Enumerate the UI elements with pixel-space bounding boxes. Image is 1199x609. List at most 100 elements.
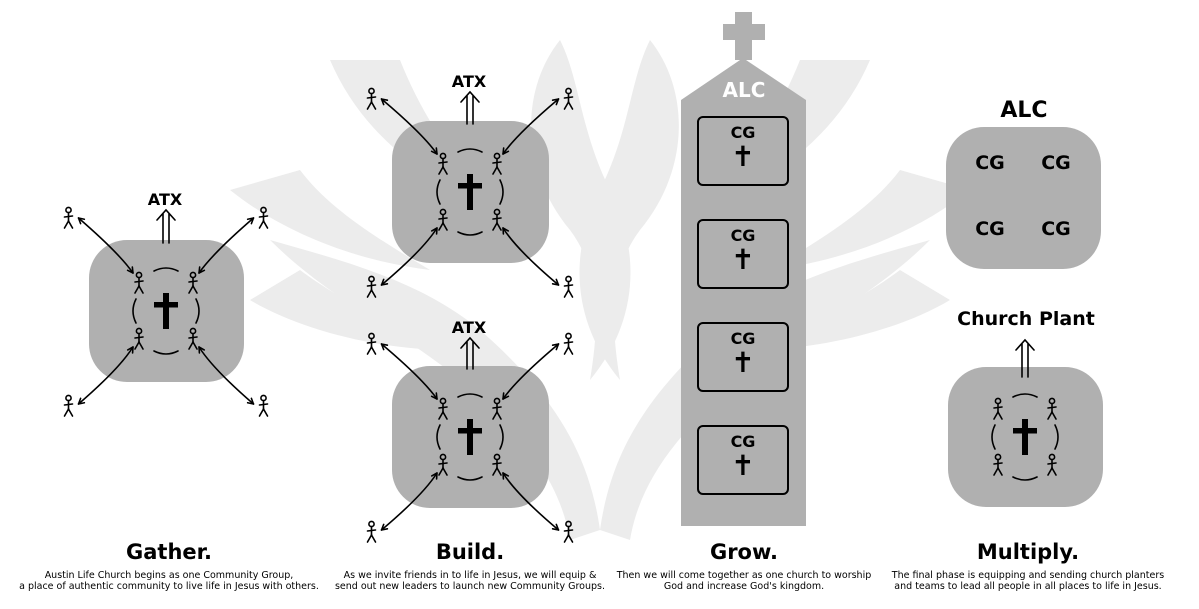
small-arrow-icon [436, 179, 441, 205]
arrowhead-icon [126, 266, 134, 274]
person-icon [134, 327, 144, 350]
arrowhead-icon [430, 147, 438, 155]
double-arrow-icon [380, 343, 438, 400]
small-arrow-icon [1012, 393, 1038, 398]
grow-desc-line2: God and increase God's kingdom. [663, 581, 825, 592]
build-desc-line1: As we invite friends in to life in Jesus… [343, 570, 597, 581]
arrowhead-icon [198, 346, 206, 354]
person-icon [492, 208, 502, 231]
small-arrow-icon [1054, 424, 1059, 450]
multiply-alc-box [946, 127, 1101, 269]
grow-cg-box-1: CG ✝ [697, 116, 789, 186]
arrowhead-icon [380, 278, 389, 286]
person-icon [993, 397, 1003, 420]
cross-icon [458, 419, 482, 455]
cross-icon: ✝ [731, 346, 755, 379]
arrowhead-icon [551, 278, 560, 286]
up-arrow-icon [460, 336, 480, 370]
up-arrow-icon [156, 208, 176, 244]
arrowhead-icon [430, 472, 438, 480]
person-icon [134, 271, 144, 294]
double-arrow-icon [502, 98, 560, 155]
arrowhead-icon [198, 266, 206, 274]
cross-icon: ✝ [731, 140, 755, 173]
multiply-cg-label: CG [1041, 152, 1071, 174]
arrowhead-icon [502, 392, 510, 400]
gather-desc-line2: a place of authentic community to live l… [19, 581, 319, 592]
person-icon [492, 453, 502, 476]
double-arrow-icon [380, 227, 438, 286]
build-atx-label-bottom: ATX [451, 318, 487, 337]
small-arrow-icon [153, 267, 179, 272]
arrowhead-icon [502, 227, 510, 235]
person-icon [563, 275, 574, 298]
double-arrow-icon [502, 227, 560, 286]
small-arrow-icon [153, 350, 179, 355]
arrowhead-icon [77, 397, 86, 405]
build-desc-line2: send out new leaders to launch new Commu… [334, 581, 606, 592]
person-icon [258, 206, 269, 229]
small-arrow-icon [457, 231, 483, 236]
arrowhead-icon [502, 147, 510, 155]
small-arrow-icon [499, 179, 504, 205]
person-icon [993, 453, 1003, 476]
person-icon [492, 397, 502, 420]
up-arrow-icon [1015, 338, 1035, 378]
person-icon [1047, 397, 1057, 420]
arrowhead-icon [246, 217, 255, 225]
cross-icon [458, 174, 482, 210]
small-arrow-icon [436, 424, 441, 450]
arrowhead-icon [380, 343, 389, 351]
up-arrow-icon [460, 90, 480, 125]
grow-cg-box-4: CG ✝ [697, 425, 789, 495]
small-arrow-icon [1012, 476, 1038, 481]
gather-title: Gather. [126, 540, 212, 564]
grow-cg-label: CG [730, 226, 756, 245]
double-arrow-icon [77, 217, 134, 274]
gather-atx-label: ATX [147, 190, 183, 209]
person-icon [366, 332, 377, 355]
grow-title: Grow. [709, 540, 779, 564]
small-arrow-icon [991, 424, 996, 450]
small-arrow-icon [195, 298, 200, 324]
grow-cg-box-3: CG ✝ [697, 322, 789, 392]
arrowhead-icon [551, 523, 560, 531]
small-arrow-icon [499, 424, 504, 450]
arrowhead-icon [551, 98, 560, 106]
double-arrow-icon [77, 346, 134, 405]
cross-icon [154, 293, 178, 329]
multiply-desc-line2: and teams to lead all people in all plac… [894, 581, 1162, 592]
double-arrow-icon [198, 217, 255, 274]
build-title: Build. [435, 540, 505, 564]
person-icon [563, 332, 574, 355]
cross-icon: ✝ [731, 449, 755, 482]
person-icon [563, 520, 574, 543]
gather-desc-line1: Austin Life Church begins as one Communi… [44, 570, 294, 581]
person-icon [366, 520, 377, 543]
double-arrow-icon [380, 98, 438, 155]
person-icon [438, 397, 448, 420]
double-arrow-icon [502, 343, 560, 400]
person-icon [366, 87, 377, 110]
build-atx-label-top: ATX [451, 72, 487, 91]
cross-icon [1013, 419, 1037, 455]
grow-cg-label: CG [730, 432, 756, 451]
grow-cg-label: CG [730, 123, 756, 142]
multiply-cg-label: CG [975, 218, 1005, 240]
double-arrow-icon [380, 472, 438, 531]
grow-desc-line1: Then we will come together as one church… [616, 570, 872, 581]
person-icon [63, 206, 74, 229]
arrowhead-icon [430, 227, 438, 235]
person-icon [188, 271, 198, 294]
person-icon [563, 87, 574, 110]
person-icon [438, 152, 448, 175]
grow-alc-label: ALC [722, 78, 766, 102]
multiply-title: Multiply. [976, 540, 1080, 564]
person-icon [366, 275, 377, 298]
grow-cg-label: CG [730, 329, 756, 348]
arrowhead-icon [77, 217, 86, 225]
double-arrow-icon [198, 346, 255, 405]
grow-cg-box-2: CG ✝ [697, 219, 789, 289]
